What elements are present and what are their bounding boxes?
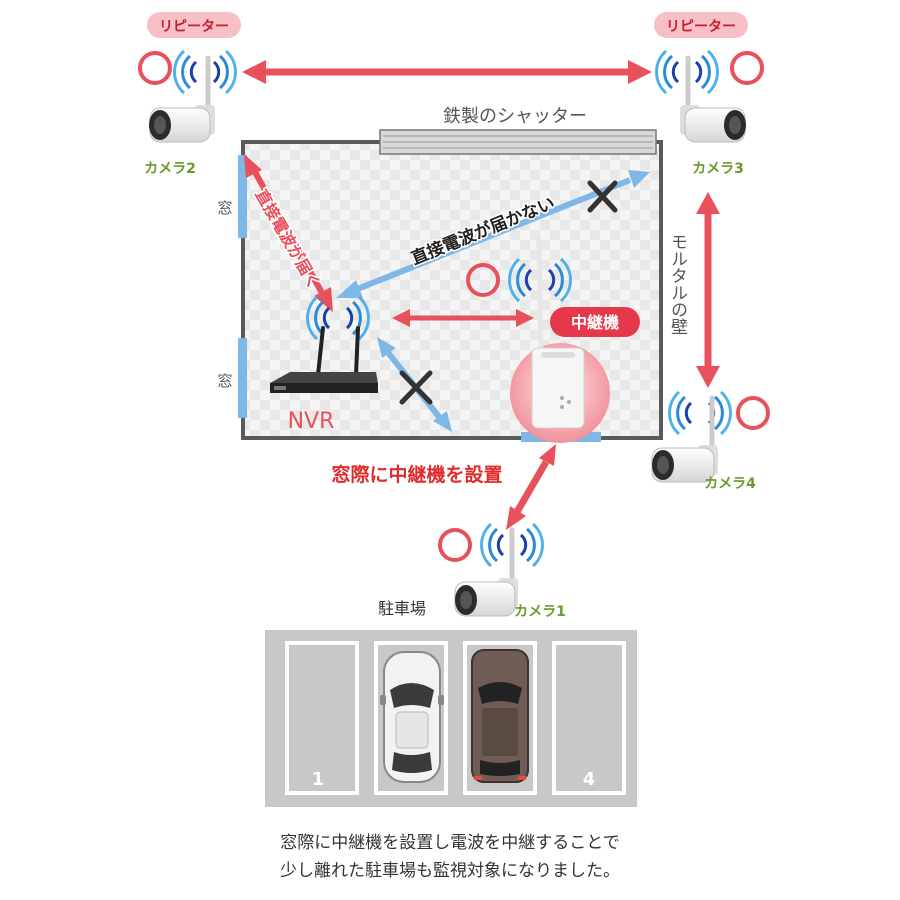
- repeater-left-label: リピーター: [159, 19, 229, 35]
- camera-2-label: カメラ2: [144, 161, 196, 177]
- parking-space-2: [374, 641, 448, 795]
- window-bottom-label: 窓: [217, 372, 232, 390]
- brown-car-icon: [471, 649, 529, 783]
- wifi-icon-camera4: [668, 390, 732, 436]
- shutter-label: 鉄製のシャッター: [443, 106, 587, 127]
- parking-space-4: [552, 641, 626, 795]
- repeater-right-label: リピーター: [666, 19, 736, 35]
- camera-4-icon: [651, 395, 718, 483]
- parking-space-3: [463, 641, 537, 795]
- relay-badge-label: 中継機: [571, 313, 619, 332]
- relay-at-window-label: 窓際に中継機を設置: [331, 463, 502, 486]
- arrow-repeater-link: [242, 60, 652, 84]
- window-top: [238, 155, 247, 238]
- mortar-wall-label: モルタルの壁: [667, 233, 688, 335]
- repeater-badge-right: リピーター: [654, 12, 748, 38]
- parking-space-1-number: 1: [312, 769, 325, 790]
- caption-line-1: 窓際に中継機を設置し電波を中継することで: [280, 833, 620, 853]
- arrow-camera2-nvr: [244, 154, 333, 312]
- camera-3-label: カメラ3: [692, 161, 744, 177]
- camera-4-label: カメラ4: [704, 476, 756, 492]
- arrow-camera3-camera4: [696, 192, 720, 388]
- ok-circle-camera2: [138, 51, 172, 85]
- ok-circle-relay: [466, 263, 500, 297]
- wifi-icon-camera2: [173, 49, 237, 95]
- parking-lot-background: [265, 630, 637, 807]
- nvr-label: NVR: [288, 409, 335, 434]
- arrow-nvr-relay: [392, 309, 534, 327]
- parking-space-4-number: 4: [583, 769, 596, 790]
- camera-1-label: カメラ1: [514, 604, 566, 620]
- window-bottom: [238, 338, 247, 418]
- camera-2-icon: [149, 55, 215, 143]
- window-top-label: 窓: [217, 199, 232, 217]
- repeater-badge-left: リピーター: [147, 12, 241, 38]
- white-car-icon: [380, 651, 444, 783]
- caption-line-2: 少し離れた駐車場も監視対象になりました。: [280, 861, 620, 881]
- ok-circle-camera4: [736, 396, 770, 430]
- parking-space-1: [285, 641, 359, 795]
- parking-lot: 1 4: [265, 630, 637, 807]
- relay-device-icon: [531, 237, 585, 429]
- arrow-nvr-camera3-blocked: [336, 170, 650, 298]
- relay-badge: 中継機: [550, 307, 640, 337]
- ok-circle-camera1: [438, 528, 472, 562]
- arrow-relay-camera1: [506, 444, 556, 530]
- camera-3-icon: [680, 55, 746, 143]
- camera-1-icon: [454, 527, 518, 617]
- parking-label: 駐車場: [378, 599, 426, 618]
- arrows: [242, 60, 720, 530]
- nvr-device-icon: [270, 326, 378, 393]
- ok-circle-camera3: [730, 51, 764, 85]
- blocked-mark-bottom: [399, 370, 433, 405]
- blocked-mark-top: [587, 180, 618, 213]
